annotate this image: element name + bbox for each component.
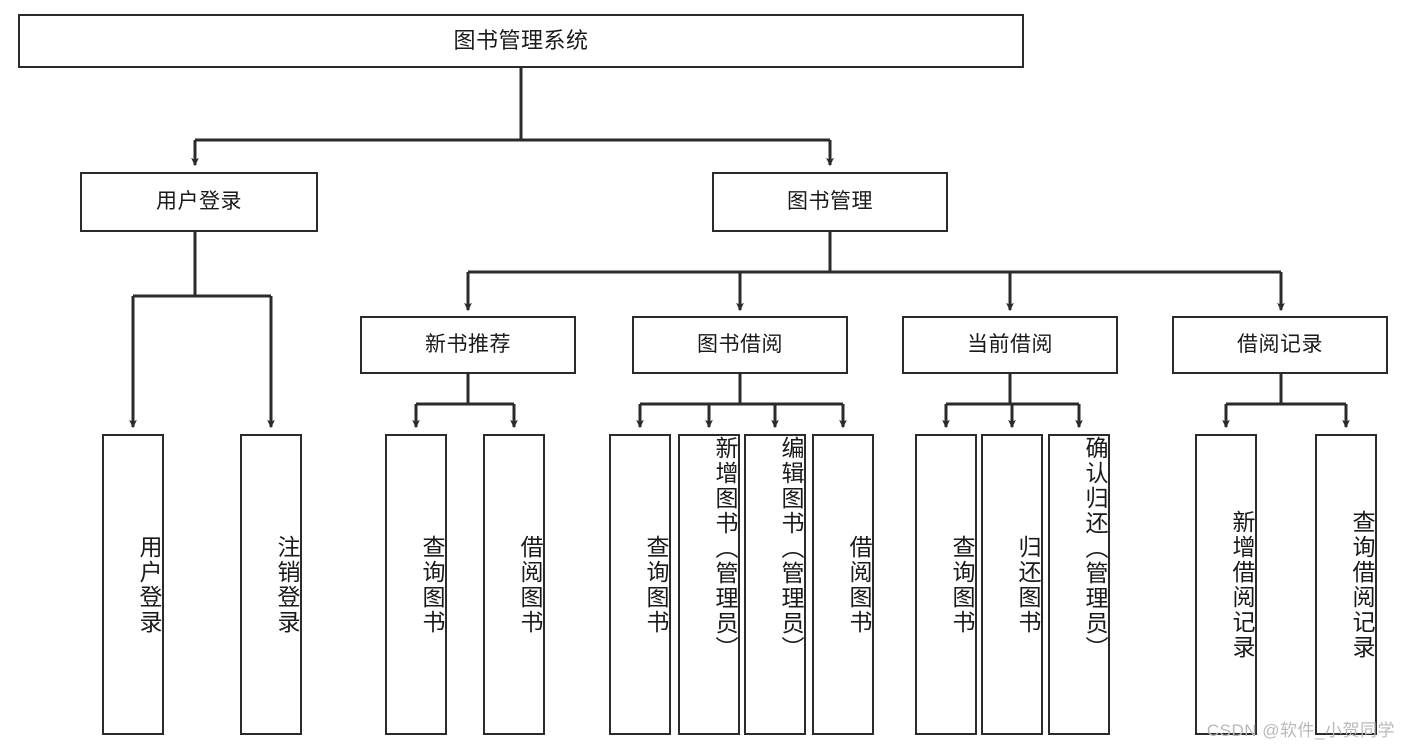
node-leaf-confirm-return-admin[interactable]: 确认归还（管理员）	[1048, 434, 1110, 735]
label-wrapper: 查询借阅记录	[1317, 510, 1375, 660]
node-borrowing-records[interactable]: 借阅记录	[1172, 316, 1388, 374]
node-label: 新增图书（管理员）	[712, 436, 738, 661]
node-label: 新增借阅记录	[1229, 509, 1255, 660]
node-leaf-query-book-current[interactable]: 查询图书	[915, 434, 977, 735]
node-label: 注销登录	[274, 534, 300, 635]
label-wrapper: 新增图书（管理员）	[680, 436, 738, 661]
node-leaf-add-borrow-record[interactable]: 新增借阅记录	[1195, 434, 1257, 735]
node-label: 借阅图书	[517, 534, 543, 635]
node-label: 查询图书	[419, 534, 445, 635]
node-new-book-recommendation[interactable]: 新书推荐	[360, 316, 576, 374]
node-leaf-edit-book-admin[interactable]: 编辑图书（管理员）	[744, 434, 806, 735]
label-wrapper: 编辑图书（管理员）	[746, 436, 804, 661]
node-leaf-logout[interactable]: 注销登录	[240, 434, 302, 735]
node-label: 归还图书	[1015, 534, 1041, 635]
label-wrapper: 确认归还（管理员）	[1050, 436, 1108, 661]
node-leaf-query-borrow-record[interactable]: 查询借阅记录	[1315, 434, 1377, 735]
node-label: 图书管理	[787, 190, 873, 214]
node-book-management[interactable]: 图书管理	[712, 172, 948, 232]
node-label: 新书推荐	[425, 333, 511, 357]
csdn-watermark: CSDN @软件_小贺同学	[1206, 721, 1395, 740]
node-label: 图书管理系统	[453, 27, 589, 53]
node-label: 当前借阅	[967, 333, 1053, 357]
node-label: 查询图书	[643, 534, 669, 635]
node-root-book-management-system[interactable]: 图书管理系统	[18, 14, 1024, 68]
node-leaf-user-login[interactable]: 用户登录	[102, 434, 164, 735]
label-wrapper: 归还图书	[983, 535, 1041, 635]
node-label: 编辑图书（管理员）	[778, 436, 804, 661]
node-current-borrowing[interactable]: 当前借阅	[902, 316, 1118, 374]
node-label: 用户登录	[156, 190, 242, 214]
label-wrapper: 查询图书	[611, 535, 669, 635]
node-user-login[interactable]: 用户登录	[80, 172, 318, 232]
label-wrapper: 注销登录	[242, 535, 300, 635]
node-book-borrowing[interactable]: 图书借阅	[632, 316, 848, 374]
label-wrapper: 借阅图书	[814, 535, 872, 635]
node-leaf-query-book-borrowing[interactable]: 查询图书	[609, 434, 671, 735]
label-wrapper: 查询图书	[387, 535, 445, 635]
node-leaf-add-book-admin[interactable]: 新增图书（管理员）	[678, 434, 740, 735]
label-wrapper: 借阅图书	[485, 535, 543, 635]
label-wrapper: 用户登录	[104, 535, 162, 635]
node-label: 确认归还（管理员）	[1082, 436, 1108, 661]
node-leaf-borrow-book-recommendation[interactable]: 借阅图书	[483, 434, 545, 735]
node-leaf-borrow-book-borrowing[interactable]: 借阅图书	[812, 434, 874, 735]
node-leaf-query-book-recommendation[interactable]: 查询图书	[385, 434, 447, 735]
node-label: 图书借阅	[697, 333, 783, 357]
label-wrapper: 新增借阅记录	[1197, 510, 1255, 660]
node-label: 查询图书	[949, 534, 975, 635]
node-leaf-return-book[interactable]: 归还图书	[981, 434, 1043, 735]
node-label: 查询借阅记录	[1349, 509, 1375, 660]
node-label: 用户登录	[136, 534, 162, 635]
node-label: 借阅记录	[1237, 333, 1323, 357]
label-wrapper: 查询图书	[917, 535, 975, 635]
node-label: 借阅图书	[846, 534, 872, 635]
